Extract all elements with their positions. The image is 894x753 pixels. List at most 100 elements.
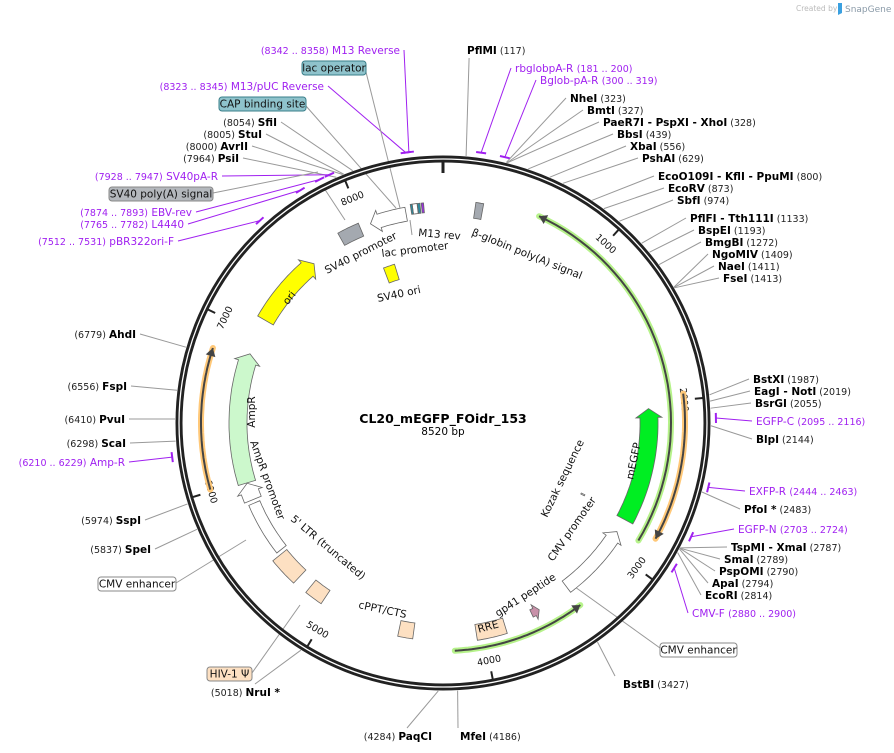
feature-ampr[interactable] [228,353,261,486]
feature-unlabeled[interactable] [248,500,287,554]
enzyme-site[interactable]: PfoI * (2483) [744,504,811,516]
feature-label-box[interactable]: CMV enhancer [659,642,738,658]
primer-site[interactable]: CMV-F (2880 .. 2900) [692,608,796,620]
primer-site[interactable]: EXFP-R (2444 .. 2463) [749,486,857,498]
enzyme-position: 3427 [661,680,685,691]
feature-cmv-promoter[interactable] [561,531,622,593]
enzyme-site[interactable]: EcoO109I - KflI - PpuMI (800) [658,171,822,183]
enzyme-name: BstBI [623,679,654,691]
enzyme-site[interactable]: (5837) SpeI [90,544,151,556]
enzyme-leader [251,145,343,175]
enzyme-name: SfiI [258,117,277,129]
orf-arc[interactable] [538,215,673,542]
primer-site[interactable]: (7874 .. 7893) EBV-rev [80,207,192,219]
enzyme-site[interactable]: XbaI (556) [630,141,685,153]
enzyme-leader [139,333,187,348]
enzyme-site[interactable]: (5974) SspI [81,515,141,527]
enzyme-site[interactable]: BsrGI (2055) [755,398,822,410]
enzyme-site[interactable]: EcoRI (2814) [705,590,772,602]
enzyme-site[interactable]: NaeI (1411) [718,261,780,273]
enzyme-position: 4284 [367,732,391,743]
orf-arc[interactable] [654,393,686,540]
enzyme-site[interactable]: (6298) ScaI [67,438,126,450]
feature-unlabeled[interactable] [370,206,408,233]
enzyme-name: PflFI - Tth111I [690,213,774,225]
primer-mark [400,150,411,155]
enzyme-site[interactable]: FseI (1413) [723,273,782,285]
enzyme-name: AhdI [109,329,136,341]
enzyme-leader [680,546,728,549]
primer-site[interactable]: (6210 .. 6229) Amp-R [19,457,125,469]
box-leader [365,71,401,209]
feature-cppt-cts[interactable] [397,620,416,640]
primer-site[interactable]: (8323 .. 8345) M13/pUC Reverse [160,81,324,93]
feature-label-box[interactable]: lac operator [301,60,367,76]
enzyme-site[interactable]: BmgBI (1272) [705,237,778,249]
feature-label-box[interactable]: SV40 poly(A) signal [108,186,214,202]
enzyme-name: XbaI [630,141,657,153]
feature-sv40-promoter[interactable] [337,222,365,246]
primer-site[interactable]: (8342 .. 8358) M13 Reverse [261,45,400,57]
enzyme-site[interactable]: SbfI (974) [677,195,729,207]
primer-site[interactable]: EGFP-C (2095 .. 2116) [756,416,865,428]
enzyme-site[interactable]: PshAI (629) [642,153,704,165]
feature-kozak-sequence[interactable] [580,492,586,497]
feature-gp41-peptide[interactable] [529,603,540,621]
primer-name: Bglob-pA-R [540,75,598,87]
enzyme-site[interactable]: EcoRV (873) [668,183,733,195]
enzyme-site[interactable]: BbsI (439) [617,129,671,141]
enzyme-leader [130,385,178,391]
enzyme-site[interactable]: TspMI - XmaI (2787) [731,542,841,554]
feature-ori[interactable] [257,259,317,326]
enzyme-site[interactable]: PaeR7I - PspXI - XhoI (328) [603,117,756,129]
enzyme-site[interactable]: NheI (323) [570,93,626,105]
enzyme-site[interactable]: EagI - NotI (2019) [754,386,851,398]
enzyme-site[interactable]: BstXI (1987) [753,374,819,386]
orf-arc[interactable] [454,604,581,652]
enzyme-site[interactable]: (6556) FspI [68,381,128,393]
feature-label-box[interactable]: HIV-1 Ψ [206,666,253,682]
enzyme-site[interactable]: (8005) StuI [203,129,262,141]
enzyme-site[interactable]: PflMI (117) [467,45,525,57]
primer-site[interactable]: EGFP-N (2703 .. 2724) [738,524,848,536]
primer-site[interactable]: rbglobpA-R (181 .. 200) [515,63,632,75]
feature-label-box[interactable]: CMV enhancer [97,576,177,592]
enzyme-site[interactable]: BlpI (2144) [756,434,814,446]
enzyme-site[interactable]: MfeI (4186) [460,731,521,743]
primer-leader [715,417,753,422]
enzyme-site[interactable]: BspEI (1193) [698,225,766,237]
feature-ampr-promoter[interactable] [236,482,264,504]
feature-rre[interactable] [474,617,508,641]
enzyme-site[interactable]: (5018) NruI * [211,687,281,699]
primer-site[interactable]: (7765 .. 7782) L4440 [80,219,184,231]
feature--globin-poly-a-signal[interactable] [473,201,485,220]
primer-site[interactable]: Bglob-pA-R (300 .. 319) [540,75,657,87]
feature-unlabeled[interactable] [409,203,414,215]
feature-unlabeled[interactable] [305,579,331,605]
primer-site[interactable]: (7512 .. 7531) pBR322ori-F [38,236,174,248]
feature-sv40-ori[interactable] [382,263,400,284]
orf-arc[interactable] [200,347,214,490]
enzyme-site[interactable]: (8054) SfiI [223,117,277,129]
enzyme-leader [658,241,702,265]
enzyme-site[interactable]: NgoMIV (1409) [712,249,793,261]
feature-m13-rev[interactable] [420,202,425,214]
primer-name: EXFP-R [749,486,786,498]
primer-site[interactable]: (7928 .. 7947) SV40pA-R [95,171,218,183]
enzyme-site[interactable]: (6779) AhdI [74,329,136,341]
feature-unlabeled[interactable] [416,202,422,214]
enzyme-site[interactable]: BstBI (3427) [623,679,689,691]
enzyme-site[interactable]: (8000) AvrII [186,141,248,153]
feature-5-ltr-truncated-[interactable] [272,548,307,584]
enzyme-site[interactable]: SmaI (2789) [724,554,788,566]
enzyme-site[interactable]: (7964) PsiI [183,153,239,165]
enzyme-site[interactable]: ApaI (2794) [712,578,773,590]
enzyme-site[interactable]: (6410) PvuI [64,414,125,426]
enzyme-site[interactable]: BmtI (327) [587,105,643,117]
enzyme-site[interactable]: (4284) PaqCI [364,731,432,743]
feature-megfp[interactable] [616,408,664,525]
enzyme-site[interactable]: PflFI - Tth111I (1133) [690,213,808,225]
orfs [198,213,688,654]
feature-label-box[interactable]: CAP binding site [218,96,307,112]
enzyme-site[interactable]: PspOMI (2790) [719,566,798,578]
